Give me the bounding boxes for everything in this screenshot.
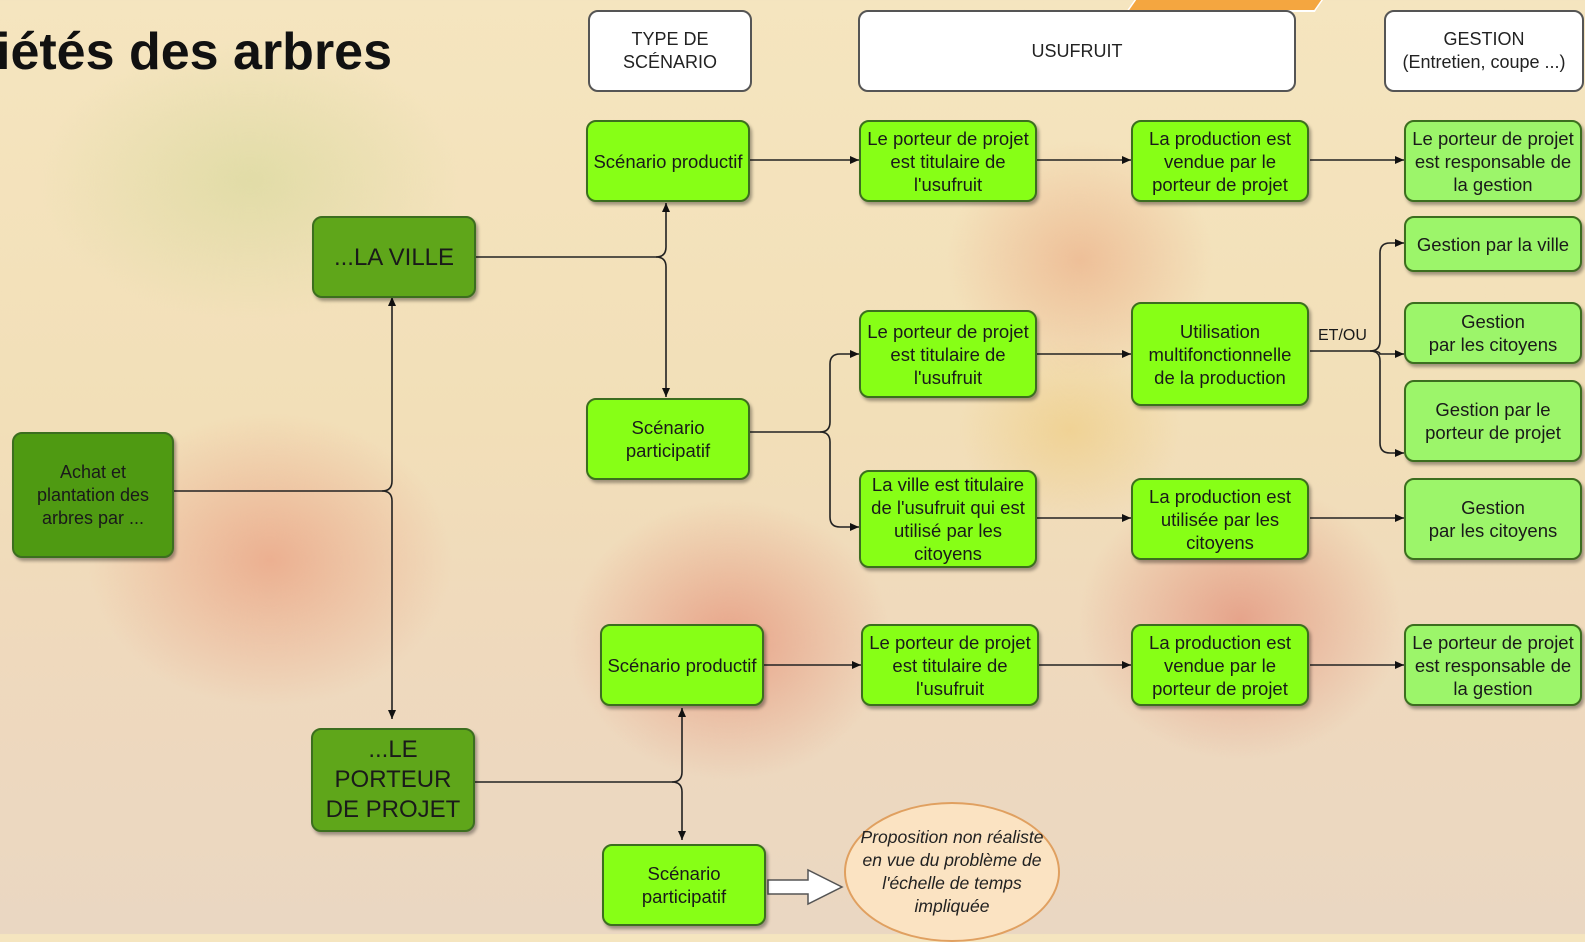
node-gestion-6: Le porteur de projet est responsable de … <box>1404 624 1582 706</box>
block-arrow-icon <box>767 868 844 906</box>
connector-vpart-u2 <box>750 350 859 433</box>
connector-ville-productif <box>472 203 670 258</box>
header-gestion: GESTION (Entretien, coupe ...) <box>1384 10 1584 92</box>
node-production-4: La production est vendue par le porteur … <box>1131 624 1309 706</box>
node-usufruit-4: Le porteur de projet est titulaire de l'… <box>861 624 1039 706</box>
node-usufruit-2: Le porteur de projet est titulaire de l'… <box>859 310 1037 398</box>
note-oval: Proposition non réaliste en vue du probl… <box>844 802 1060 942</box>
connector-p2-g2 <box>1369 239 1404 352</box>
node-gestion-5: Gestion par les citoyens <box>1404 478 1582 560</box>
header-usufruit: USUFRUIT <box>858 10 1296 92</box>
connector-porteur-participatif <box>671 781 686 840</box>
connector-root-porteur <box>381 490 396 719</box>
label-et-ou: ET/OU <box>1318 327 1367 344</box>
page-title: iétés des arbres <box>0 23 393 81</box>
header-type-scenario: TYPE DE SCÉNARIO <box>588 10 752 92</box>
node-gestion-3: Gestion par les citoyens <box>1404 302 1582 364</box>
node-usufruit-3: La ville est titulaire de l'usufruit qui… <box>859 470 1037 568</box>
node-porteur-productif: Scénario productif <box>600 624 764 706</box>
node-production-1: La production est vendue par le porteur … <box>1131 120 1309 202</box>
connector-p2-g4 <box>1369 350 1404 457</box>
node-root: Achat et plantation des arbres par ... <box>12 432 174 558</box>
connector-porteur-productif <box>473 708 686 783</box>
node-ville-participatif: Scénario participatif <box>586 398 750 480</box>
node-gestion-4: Gestion par le porteur de projet <box>1404 380 1582 462</box>
node-gestion-2: Gestion par la ville <box>1404 216 1582 272</box>
connector-ville-participatif <box>655 256 670 397</box>
node-usufruit-1: Le porteur de projet est titulaire de l'… <box>859 120 1037 202</box>
node-porteur-participatif: Scénario participatif <box>602 844 766 926</box>
connector-root-ville <box>173 297 396 492</box>
node-production-2: Utilisation multifonctionnelle de la pro… <box>1131 302 1309 406</box>
connector-vpart-u3 <box>819 431 859 531</box>
node-ville-productif: Scénario productif <box>586 120 750 202</box>
node-ville: ...LA VILLE <box>312 216 476 298</box>
node-production-3: La production est utilisée par les citoy… <box>1131 478 1309 560</box>
node-gestion-1: Le porteur de projet est responsable de … <box>1404 120 1582 202</box>
node-porteur: ...LE PORTEUR DE PROJET <box>311 728 475 832</box>
